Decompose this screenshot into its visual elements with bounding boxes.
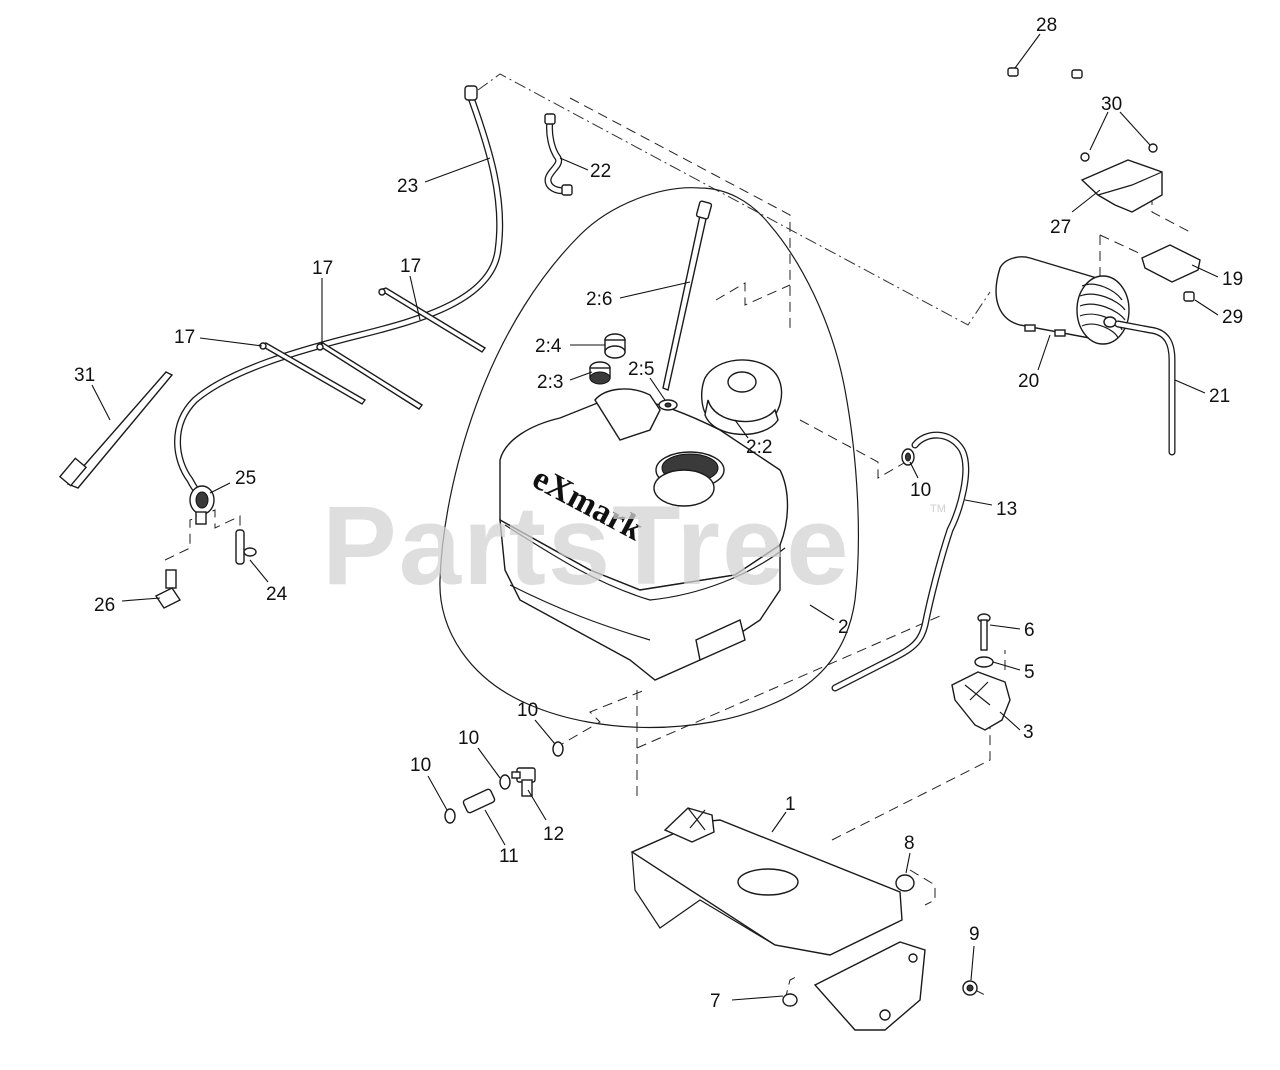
fuel-cap-2-2 (701, 359, 783, 436)
grommet-2-4 (604, 333, 626, 359)
valve-12 (511, 767, 536, 797)
callout-29: 29 (1222, 307, 1243, 328)
clamp-10-left (444, 808, 456, 824)
callout-11: 11 (499, 846, 519, 867)
bolt-6 (977, 613, 991, 651)
callout-12: 12 (543, 824, 564, 845)
callout-10-left: 10 (410, 755, 431, 776)
nut-7 (782, 993, 798, 1007)
callout-30: 30 (1101, 94, 1122, 115)
callout-2-4: 2:4 (535, 336, 562, 357)
callout-10-hose: 10 (910, 480, 931, 501)
hose-13 (831, 431, 970, 692)
fitting-11 (462, 788, 496, 814)
callout-10-right: 10 (517, 700, 538, 721)
callout-22: 22 (590, 161, 611, 182)
hose-21 (1114, 320, 1176, 456)
callout-21: 21 (1209, 386, 1230, 407)
leader-lines (91, 33, 1219, 1001)
callout-24: 24 (266, 584, 288, 605)
callout-2-2: 2:2 (746, 437, 772, 458)
part-26-fitting (154, 569, 182, 609)
callout-23: 23 (397, 176, 418, 197)
bracket-19 (1141, 244, 1201, 283)
watermark-text: PartsTree (322, 483, 851, 608)
bracket-27 (1080, 159, 1163, 213)
mount-3 (951, 671, 1011, 731)
hose-22 (544, 113, 573, 196)
clamp-10-mid (499, 774, 511, 790)
clamp-10-hose (901, 448, 915, 466)
nut-9 (962, 980, 978, 996)
callout-13: 13 (996, 499, 1017, 520)
callout-2-6: 2:6 (586, 289, 612, 310)
washer-2-5 (658, 399, 678, 411)
fuel-tank: eXmark (499, 388, 789, 681)
callout-5: 5 (1024, 662, 1035, 683)
callout-27: 27 (1050, 217, 1071, 238)
part-24-pin (235, 529, 257, 565)
base-plate-1 (630, 807, 926, 1031)
canister-20 (995, 256, 1130, 345)
callout-17-a: 17 (312, 258, 333, 279)
screw-29 (1183, 291, 1195, 302)
callout-7: 7 (710, 991, 721, 1012)
callout-9: 9 (969, 924, 980, 945)
part-25-vent (189, 485, 215, 525)
assembly-lines (164, 73, 1191, 1001)
callout-6: 6 (1024, 620, 1035, 641)
cable-ties-17 (258, 287, 487, 410)
washer-5 (974, 656, 994, 668)
watermark-trademark: TM (930, 503, 946, 515)
callout-10-mid: 10 (458, 728, 479, 749)
callout-2: 2 (838, 617, 849, 638)
grommet-2-3 (589, 361, 611, 385)
callout-20: 20 (1018, 371, 1039, 392)
callout-31: 31 (74, 365, 95, 386)
callout-1: 1 (785, 794, 796, 815)
nuts-30 (1080, 143, 1158, 162)
callout-19: 19 (1222, 269, 1243, 290)
callout-2-3: 2:3 (537, 372, 563, 393)
callout-26: 26 (94, 595, 115, 616)
callout-labels: 28 30 27 19 29 20 21 23 22 17 17 17 31 2… (74, 15, 1243, 1012)
plug-8 (895, 874, 915, 892)
clamp-10-right (552, 741, 564, 757)
callout-2-5: 2:5 (628, 359, 654, 380)
tank-phantom-outline (439, 187, 860, 729)
callout-25: 25 (235, 468, 256, 489)
strap-31 (58, 371, 174, 489)
callout-17-b: 17 (400, 256, 421, 277)
dipstick-2-6 (662, 200, 713, 391)
callout-28: 28 (1036, 15, 1057, 36)
hose-23 (174, 85, 504, 504)
callout-3: 3 (1023, 722, 1034, 743)
callout-8: 8 (904, 833, 915, 854)
screws-28 (1007, 67, 1083, 79)
callout-17-c: 17 (174, 327, 195, 348)
